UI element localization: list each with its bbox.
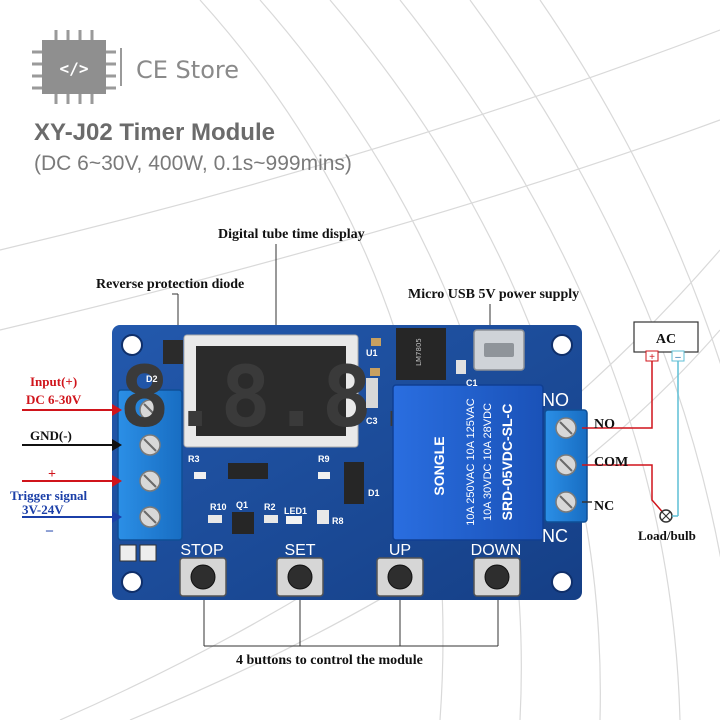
ac-minus: –: [675, 352, 681, 363]
down-button[interactable]: DOWN: [471, 542, 522, 597]
left-screw-terminal: [117, 389, 183, 541]
brand-name: CE Store: [136, 56, 239, 84]
relay: SONGLE 10A 250VAC 10A 125VAC 10A 30VDC 1…: [392, 384, 544, 541]
silk-r3: R3: [188, 454, 200, 464]
label-trigger-range: 3V-24V: [22, 502, 64, 517]
smd-components: [119, 338, 466, 562]
callout-usb: Micro USB 5V power supply: [408, 287, 579, 302]
brand-separator: [120, 48, 122, 86]
silk-d2: D2: [146, 374, 158, 384]
label-gnd: GND(-): [30, 428, 72, 443]
output-wiring: [582, 358, 679, 517]
label-no: NO: [594, 417, 615, 432]
label-nc: NC: [594, 499, 614, 514]
silk-q1: Q1: [236, 500, 248, 510]
ac-plus: +: [649, 352, 655, 363]
up-button[interactable]: UP: [376, 542, 424, 597]
page-subtitle: (DC 6~30V, 400W, 0.1s~999mins): [34, 152, 352, 175]
button-row: STOP SET UP DOWN: [179, 542, 522, 597]
silk-r2: R2: [264, 502, 276, 512]
ac-source: AC + –: [633, 321, 699, 363]
right-screw-terminal: [544, 409, 588, 523]
relay-rating-1: 10A 250VAC 10A 125VAC: [465, 398, 477, 525]
stop-button-label: STOP: [180, 542, 223, 559]
label-trigger: Trigger signal: [10, 488, 88, 503]
bulb-icon: [659, 509, 678, 523]
silk-nc: NC: [542, 526, 568, 546]
relay-rating-2: 10A 30VDC 10A 28VDC: [482, 403, 494, 521]
silk-no: NO: [542, 390, 569, 410]
label-trigger-minus: –: [45, 523, 54, 538]
silk-led1: LED1: [284, 506, 307, 516]
label-dc-range: DC 6-30V: [26, 392, 82, 407]
silk-c1: C1: [466, 378, 478, 388]
voltage-regulator: LM7805: [396, 328, 446, 380]
silk-r10: R10: [210, 502, 227, 512]
silk-u1: U1: [366, 348, 378, 358]
silkscreen: NO NC D2 U1 C3 C1 R3 R9 R10 Q1 R2 LED1 R…: [146, 348, 569, 546]
label-input: Input(+): [30, 374, 77, 389]
callout-buttons: 4 buttons to control the module: [236, 653, 423, 668]
label-com: COM: [594, 455, 628, 470]
silk-c3: C3: [366, 416, 378, 426]
chip-code-icon: </>: [32, 30, 116, 104]
regulator-label: LM7805: [415, 338, 423, 366]
micro-usb-port: [473, 329, 525, 371]
label-trigger-plus: +: [48, 467, 56, 482]
callout-diode: Reverse protection diode: [96, 277, 244, 292]
label-load: Load/bulb: [638, 528, 696, 543]
ac-label: AC: [656, 332, 676, 347]
page-title: XY-J02 Timer Module: [34, 119, 275, 146]
relay-model: SRD-05VDC-SL-C: [499, 404, 515, 521]
stop-button[interactable]: STOP: [179, 542, 227, 597]
left-arrows: [22, 404, 122, 523]
set-button[interactable]: SET: [276, 542, 324, 597]
down-button-label: DOWN: [471, 542, 522, 559]
silk-r8: R8: [332, 516, 344, 526]
relay-brand: SONGLE: [431, 436, 447, 495]
up-button-label: UP: [389, 542, 411, 559]
callout-display: Digital tube time display: [218, 227, 365, 242]
silk-d1: D1: [368, 488, 380, 498]
logo-glyph: </>: [60, 59, 89, 78]
set-button-label: SET: [284, 542, 315, 559]
silk-r9: R9: [318, 454, 330, 464]
